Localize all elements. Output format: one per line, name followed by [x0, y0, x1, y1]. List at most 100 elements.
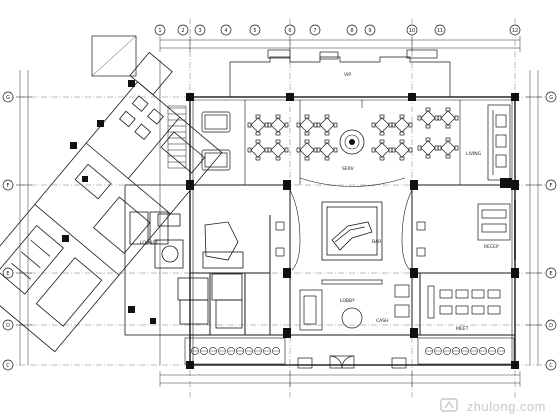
planter-tree [245, 347, 253, 355]
grid-bubble-label: 1 [158, 28, 161, 34]
right-service-room [487, 104, 512, 188]
watermark: zhulong.com [466, 399, 546, 414]
grid-bubble-label: D [549, 323, 553, 329]
planter-tree [200, 347, 208, 355]
grid-bubble-label: G [6, 95, 10, 101]
planter-tree [479, 347, 487, 355]
dining-table [371, 139, 393, 161]
grid-bubble: 6 [284, 24, 296, 36]
grid-bubble: F [545, 179, 557, 191]
reception-desk [477, 200, 516, 260]
grid-bubble: 12 [509, 24, 521, 36]
grid-bubble-label: G [549, 95, 553, 101]
grid-bubble-label: 10 [409, 28, 415, 34]
planter-tree [452, 347, 460, 355]
grid-bubble-label: 6 [288, 28, 291, 34]
dining-table [371, 114, 393, 136]
label-lobby: LOBBY [340, 298, 355, 304]
grid-bubble: E [2, 267, 14, 279]
grid-bubble-label: C [549, 363, 553, 369]
dining-table [316, 114, 338, 136]
grid-bubble: G [545, 91, 557, 103]
meeting-room [427, 285, 501, 319]
dining-table [391, 139, 413, 161]
grid-bubble: D [2, 319, 14, 331]
entrance-doors [297, 355, 407, 369]
grid-bubble-label: E [549, 271, 552, 277]
upper-left-block [91, 35, 137, 77]
front-planters [184, 337, 515, 365]
watermark-icon [440, 398, 458, 412]
grid-bubble: G [2, 91, 14, 103]
label-reception: RECEP [484, 244, 499, 250]
label-sub-lounge: LOUNGE [140, 240, 159, 246]
grid-bubbles-left: G F E D C [2, 91, 14, 371]
grid-bubble: D [545, 319, 557, 331]
grid-bubble-label: F [550, 183, 553, 189]
grid-bubble: E [545, 267, 557, 279]
staircase [167, 105, 187, 169]
planter-tree [236, 347, 244, 355]
label-center-hall: BAR [372, 239, 381, 245]
planter-tree [254, 347, 262, 355]
grid-bubbles-right: G F E D C [545, 91, 557, 371]
grid-bubble: 3 [194, 24, 206, 36]
upper-canopy [159, 49, 451, 365]
grid-bubble: 7 [309, 24, 321, 36]
center-bar [289, 189, 413, 271]
grid-bubble-label: C [6, 363, 10, 369]
planter-tree [209, 347, 217, 355]
grid-lines [8, 18, 552, 400]
grid-bubble: 2 [177, 24, 189, 36]
dining-table [247, 139, 269, 161]
planter-tree [461, 347, 469, 355]
top-band-divisions [244, 100, 461, 187]
planter-tree [497, 347, 505, 355]
dining-table [267, 114, 289, 136]
grid-bubble: C [545, 359, 557, 371]
label-service: SERV [342, 166, 355, 172]
grid-bubble-label: 9 [368, 28, 371, 34]
grid-bubble: 8 [346, 24, 358, 36]
planter-tree [263, 347, 271, 355]
planter-tree [191, 347, 199, 355]
grid-bubble: 4 [220, 24, 232, 36]
label-cashier: CASH [376, 318, 388, 324]
dimension-lines [16, 36, 542, 387]
lobby-area [299, 279, 410, 331]
grid-bubble: 1 [154, 24, 166, 36]
grid-bubble: 9 [364, 24, 376, 36]
grid-bubble-label: 5 [253, 28, 256, 34]
planter-tree [227, 347, 235, 355]
planter-tree [488, 347, 496, 355]
label-upper-room: VIP [344, 72, 351, 78]
rotated-wing [0, 51, 223, 353]
grid-bubble-label: 2 [181, 28, 184, 34]
dining-table [417, 107, 439, 129]
grid-bubble-label: D [6, 323, 10, 329]
grid-bubble-label: F [7, 183, 10, 189]
lounge-sofas [201, 111, 231, 171]
grid-bubble-label: 4 [224, 28, 227, 34]
dining-table [296, 114, 318, 136]
planter-tree [443, 347, 451, 355]
label-lounge: LIVING [466, 151, 482, 157]
left-wing [124, 184, 244, 336]
dining-table [391, 114, 413, 136]
label-conference: MEET [456, 326, 469, 332]
dining-table [247, 114, 269, 136]
rotated-wing-columns [62, 80, 156, 324]
hall-pedestals [275, 221, 426, 257]
grid-bubble-label: 8 [350, 28, 353, 34]
grid-bubble-label: 7 [313, 28, 316, 34]
grid-bubble-label: E [6, 271, 9, 277]
grid-bubble: F [2, 179, 14, 191]
planter-tree [434, 347, 442, 355]
grid-bubble: 10 [406, 24, 418, 36]
grid-bubble-label: 11 [437, 28, 443, 34]
planter-tree [272, 347, 280, 355]
planter-tree [218, 347, 226, 355]
grid-bubble: C [2, 359, 14, 371]
grid-bubble-label: 12 [512, 28, 518, 34]
